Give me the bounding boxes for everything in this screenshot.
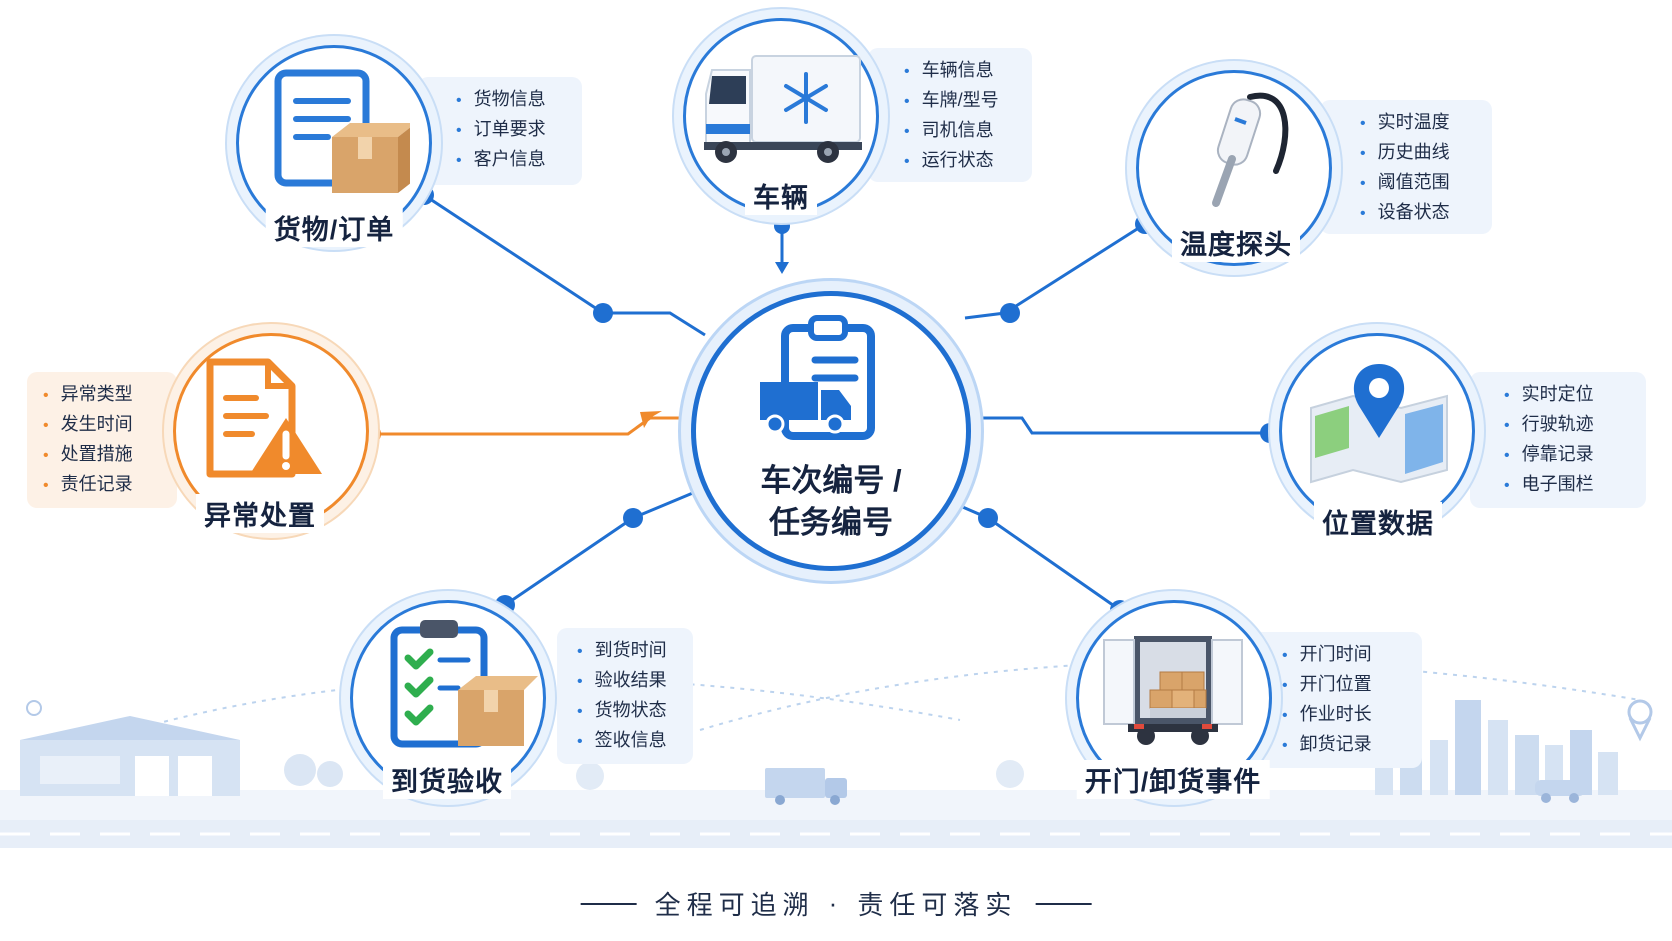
exception-title: 异常处置	[196, 494, 324, 533]
arrival-item: 货物状态	[577, 696, 679, 726]
center-title: 车次编号 / 任务编号	[711, 460, 951, 544]
exception-item: 责任记录	[43, 470, 163, 500]
temperature-probe-icon	[1212, 92, 1289, 207]
exception-item: 异常类型	[43, 380, 163, 410]
probe-item: 阈值范围	[1360, 168, 1478, 198]
warning-document-icon	[206, 358, 322, 478]
probe-item: 设备状态	[1360, 198, 1478, 228]
probe-item: 历史曲线	[1360, 138, 1478, 168]
location-item: 实时定位	[1504, 380, 1632, 410]
arrival-item: 签收信息	[577, 726, 679, 756]
vehicle-item: 运行状态	[904, 146, 1018, 176]
cargo-item: 订单要求	[456, 115, 568, 145]
cargo-card: 货物信息 订单要求 客户信息	[418, 77, 582, 185]
tagline: 全程可追溯 · 责任可落实	[563, 885, 1110, 922]
city-background	[0, 660, 1672, 848]
door-item: 开门位置	[1282, 670, 1408, 700]
vehicle-item: 车辆信息	[904, 56, 1018, 86]
arrival-item: 验收结果	[577, 666, 679, 696]
checklist-box-icon	[390, 620, 538, 748]
tagline-right: 责任可落实	[857, 890, 1018, 920]
cargo-item: 货物信息	[456, 85, 568, 115]
open-truck-icon	[1103, 636, 1243, 745]
tagline-dash-right	[1035, 902, 1092, 905]
exception-card: 异常类型 发生时间 处置措施 责任记录	[27, 372, 177, 508]
location-item: 电子围栏	[1504, 470, 1632, 500]
map-pin-icon	[1310, 364, 1448, 484]
tagline-dash-left	[580, 902, 637, 905]
arrival-item: 到货时间	[577, 636, 679, 666]
vehicle-card: 车辆信息 车牌/型号 司机信息 运行状态	[868, 48, 1032, 182]
arrival-card: 到货时间 验收结果 货物状态 签收信息	[557, 628, 693, 764]
probe-title: 温度探头	[1172, 223, 1300, 262]
center-title-line2: 任务编号	[769, 505, 893, 540]
cargo-item: 客户信息	[456, 145, 568, 175]
vehicle-item: 车牌/型号	[904, 86, 1018, 116]
vehicle-title: 车辆	[745, 176, 817, 215]
exception-item: 发生时间	[43, 410, 163, 440]
door-item: 作业时长	[1282, 700, 1408, 730]
door-item: 开门时间	[1282, 640, 1408, 670]
door-title: 开门/卸货事件	[1076, 760, 1270, 799]
tagline-separator: ·	[828, 888, 844, 918]
location-card: 实时定位 行驶轨迹 停靠记录 电子围栏	[1470, 372, 1646, 508]
cargo-title: 货物/订单	[265, 208, 403, 247]
tagline-left: 全程可追溯	[654, 890, 815, 920]
refrigerated-truck-icon	[704, 55, 862, 163]
exception-item: 处置措施	[43, 440, 163, 470]
location-item: 停靠记录	[1504, 440, 1632, 470]
probe-card: 实时温度 历史曲线 阈值范围 设备状态	[1320, 100, 1492, 234]
document-box-icon	[274, 69, 410, 193]
vehicle-item: 司机信息	[904, 116, 1018, 146]
location-title: 位置数据	[1314, 502, 1442, 541]
center-title-line1: 车次编号 /	[760, 463, 902, 498]
arrival-title: 到货验收	[383, 760, 511, 799]
location-item: 行驶轨迹	[1504, 410, 1632, 440]
clipboard-truck-icon	[760, 315, 875, 440]
probe-item: 实时温度	[1360, 108, 1478, 138]
door-item: 卸货记录	[1282, 730, 1408, 760]
